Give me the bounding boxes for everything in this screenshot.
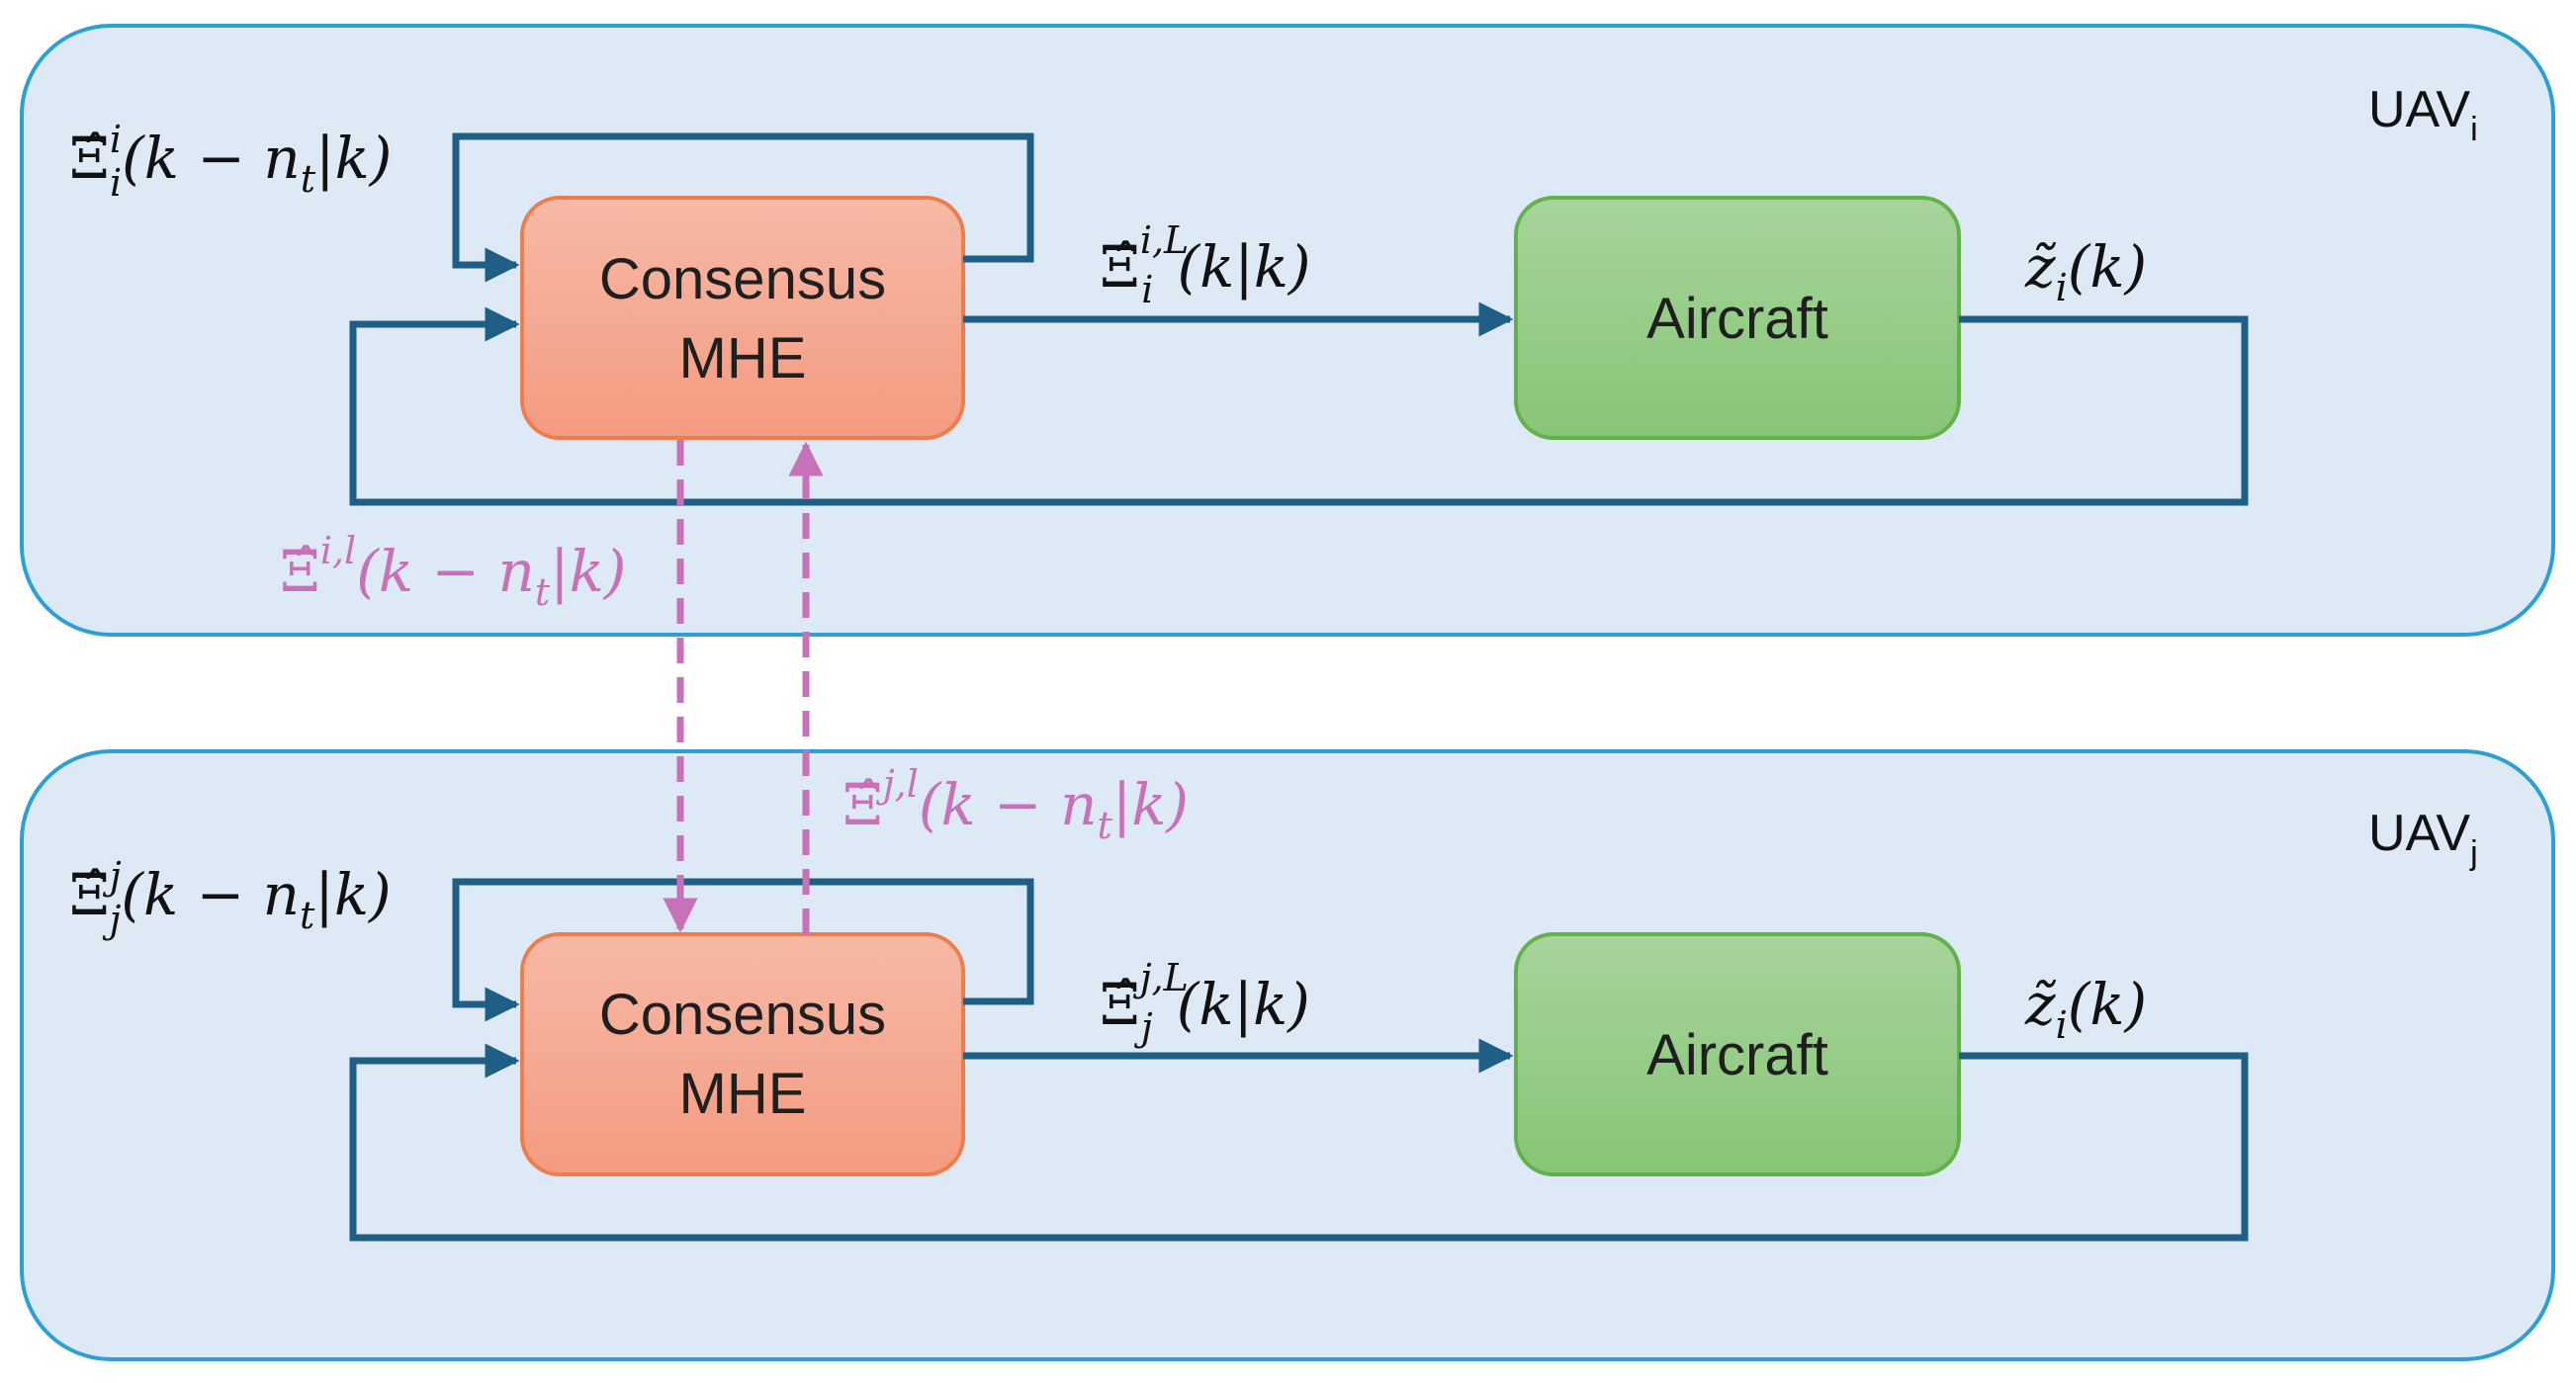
- mhe-j-self-loop-arrow: [452, 878, 1034, 1022]
- aircraft-i-label: Aircraft: [1646, 287, 1828, 351]
- aircraft-i-feedback-arrow: [349, 306, 2249, 506]
- aircraft-j-label: Aircraft: [1646, 1023, 1828, 1087]
- mhe-i-label-line2: MHE: [679, 326, 807, 390]
- aircraft-i-block: Aircraft: [1514, 196, 1961, 440]
- exchange-label-j-to-i: Ξ̂j,l(k − nt|k): [843, 762, 1189, 847]
- uav-j-label: UAVj: [2368, 805, 2478, 872]
- inter-uav-exchange: Ξ̂i,l(k − nt|k) Ξ̂j,l(k − nt|k): [280, 440, 1189, 934]
- mhe-i-self-loop-arrow: [452, 132, 1034, 283]
- exchange-label-i-to-j: Ξ̂i,l(k − nt|k): [280, 529, 626, 614]
- measurement-label-i: z̃i(k): [2024, 233, 2147, 309]
- consensus-mhe-i-block: Consensus MHE: [520, 196, 965, 440]
- measurement-label-j: z̃i(k): [2024, 971, 2147, 1047]
- mhe-j-label-line1: Consensus: [599, 983, 886, 1047]
- aircraft-j-feedback-arrow: [349, 1043, 2249, 1242]
- consensus-mhe-j-block: Consensus MHE: [520, 932, 965, 1176]
- panel-uav-i-background: [20, 24, 2555, 637]
- uav-i-label: UAVi: [2368, 81, 2478, 148]
- mhe-j-label-line2: MHE: [679, 1062, 807, 1126]
- mhe-i-label-line1: Consensus: [599, 247, 886, 311]
- aircraft-j-block: Aircraft: [1514, 932, 1961, 1176]
